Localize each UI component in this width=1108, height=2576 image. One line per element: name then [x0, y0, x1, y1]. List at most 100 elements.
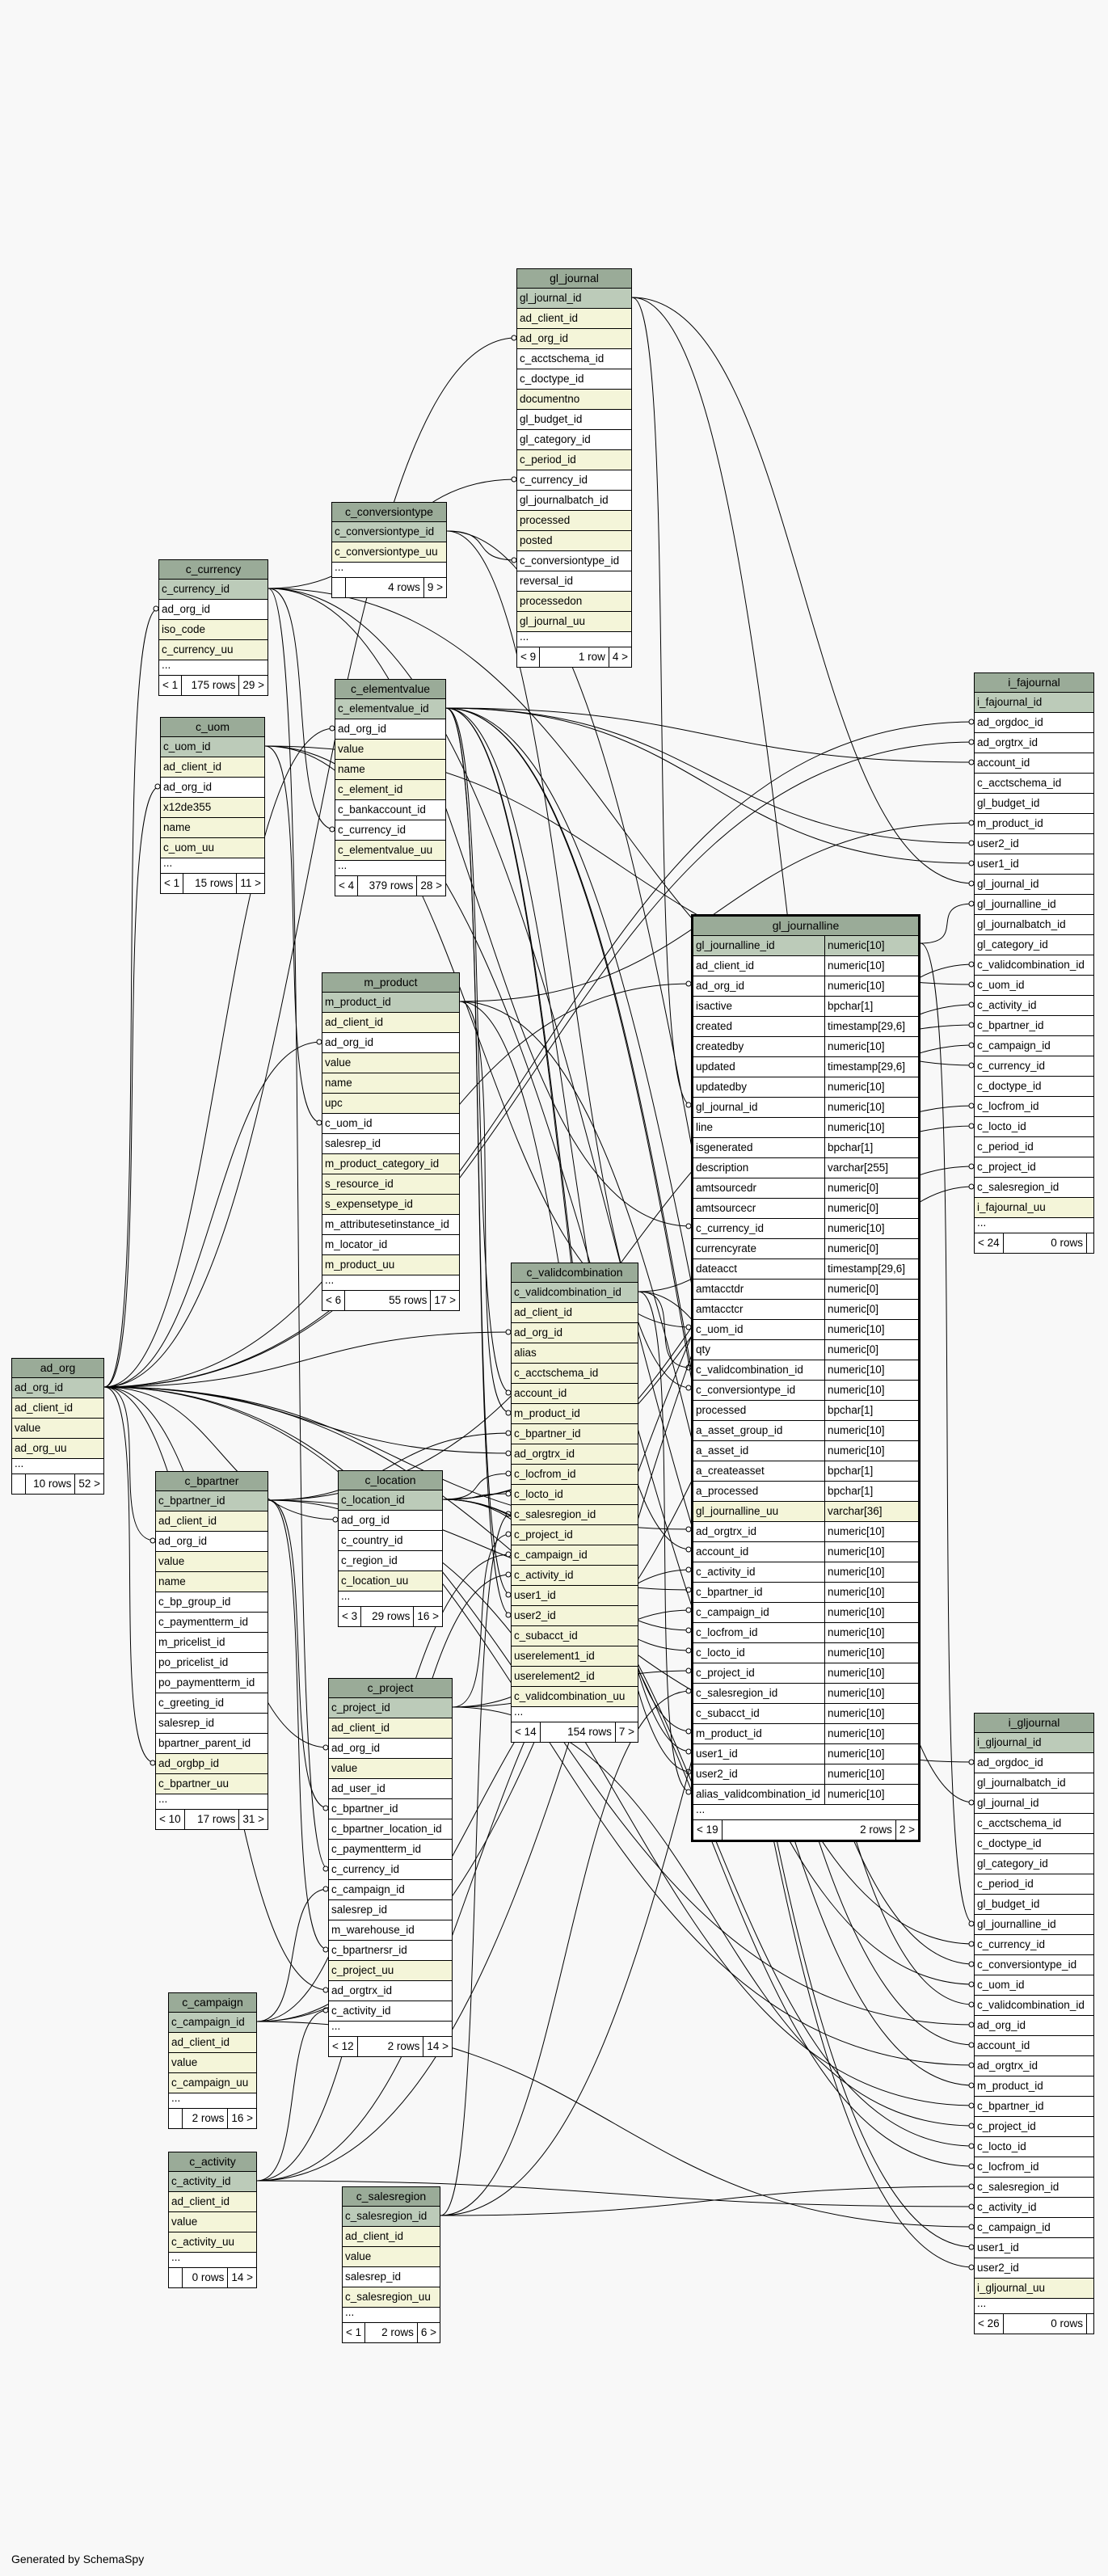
table-title[interactable]: c_location: [339, 1471, 442, 1490]
parents-link[interactable]: < 1: [346, 2326, 362, 2338]
children-link[interactable]: 14 >: [227, 2268, 256, 2287]
parents-link[interactable]: < 26: [978, 2317, 1000, 2329]
children-link[interactable]: 7 >: [614, 1722, 638, 1742]
parents-link[interactable]: < 1: [162, 679, 179, 691]
children-link[interactable]: 29 >: [238, 676, 268, 695]
table-title[interactable]: ad_org: [12, 1359, 103, 1378]
column-row: c_campaign_uu: [169, 2073, 256, 2093]
children-link[interactable]: 9 >: [423, 578, 446, 597]
table-title[interactable]: m_product: [322, 973, 459, 993]
table-title[interactable]: c_uom: [161, 718, 264, 737]
parents-link[interactable]: < 4: [339, 879, 355, 892]
column-name: gl_journalline_uu: [696, 1505, 779, 1517]
table-title[interactable]: i_gljournal: [975, 1714, 1093, 1733]
row-count: 379 rows: [357, 876, 416, 896]
column-name: amtsourcecr: [696, 1202, 756, 1214]
column-name: c_currency_id: [331, 1863, 400, 1875]
fk-line: [445, 707, 692, 1550]
column-row: ad_client_id: [512, 1303, 638, 1323]
parents-link[interactable]: < 10: [159, 1813, 181, 1825]
column-row: c_elementvalue_uu: [335, 841, 445, 861]
column-row: s_expensetype_id: [322, 1195, 459, 1215]
column-name: bpartner_parent_id: [158, 1737, 251, 1749]
parents-link[interactable]: [332, 578, 345, 597]
children-link[interactable]: 4 >: [608, 647, 631, 667]
children-link[interactable]: 14 >: [423, 2037, 452, 2056]
column-row: user2_id: [975, 2258, 1093, 2279]
column-name: m_product_uu: [325, 1258, 395, 1271]
table-title[interactable]: c_project: [329, 1679, 452, 1698]
children-link[interactable]: 16 >: [413, 1607, 442, 1626]
parents-link[interactable]: < 1: [164, 877, 180, 889]
children-link[interactable]: 16 >: [227, 2109, 256, 2128]
parents-link[interactable]: < 12: [332, 2040, 354, 2052]
column-row: c_bpartner_id: [975, 1016, 1093, 1036]
row-count: 0 rows: [182, 2268, 227, 2287]
column-name: gl_category_id: [520, 433, 591, 445]
parents-link[interactable]: < 24: [978, 1237, 1000, 1249]
children-link[interactable]: 52 >: [74, 1474, 103, 1494]
fk-line: [103, 1386, 156, 1764]
column-name: m_locator_id: [325, 1238, 388, 1250]
parents-link[interactable]: < 19: [697, 1823, 718, 1836]
parents-link[interactable]: [169, 2109, 182, 2128]
table-title[interactable]: c_validcombination: [512, 1263, 638, 1283]
column-row: c_locto_id: [975, 1117, 1093, 1137]
children-link[interactable]: 6 >: [416, 2323, 440, 2342]
parents-link[interactable]: < 9: [520, 651, 537, 663]
column-row: name: [335, 760, 445, 780]
children-link[interactable]: [1086, 1233, 1093, 1253]
column-row: gl_journal_id: [975, 875, 1093, 895]
table-title[interactable]: c_activity: [169, 2152, 256, 2172]
table-title[interactable]: gl_journal: [517, 269, 631, 289]
table-title[interactable]: c_elementvalue: [335, 680, 445, 699]
column-row: ad_org_id: [329, 1739, 452, 1759]
table-title[interactable]: c_currency: [159, 560, 268, 580]
column-name: value: [338, 743, 364, 755]
children-link[interactable]: 2 >: [895, 1820, 918, 1840]
table-title[interactable]: c_bpartner: [156, 1472, 268, 1491]
table-title[interactable]: c_campaign: [169, 1993, 256, 2013]
table-title[interactable]: c_salesregion: [343, 2187, 440, 2207]
column-type: numeric[10]: [824, 1603, 918, 1622]
column-name: c_campaign_id: [331, 1883, 405, 1895]
children-link[interactable]: 31 >: [238, 1810, 268, 1829]
parents-link[interactable]: [169, 2268, 182, 2287]
column-name: created: [696, 1020, 733, 1032]
parents-link[interactable]: < 14: [515, 1726, 537, 1738]
parents-link[interactable]: < 6: [326, 1294, 342, 1306]
row-count: 17 rows: [183, 1810, 239, 1829]
parents-link[interactable]: [12, 1474, 25, 1494]
parents-link[interactable]: < 3: [342, 1610, 358, 1622]
table-title[interactable]: c_conversiontype: [332, 503, 446, 522]
children-link[interactable]: 11 >: [236, 874, 264, 893]
children-link[interactable]: [1086, 2314, 1093, 2334]
children-link[interactable]: 17 >: [430, 1291, 459, 1310]
row-count: 1 row: [539, 647, 609, 667]
column-name: userelement1_id: [514, 1650, 595, 1662]
table-title[interactable]: gl_journalline: [693, 917, 918, 936]
column-name: ad_orgtrx_id: [977, 736, 1038, 748]
table-title[interactable]: i_fajournal: [975, 673, 1093, 693]
children-link[interactable]: 28 >: [416, 876, 445, 896]
